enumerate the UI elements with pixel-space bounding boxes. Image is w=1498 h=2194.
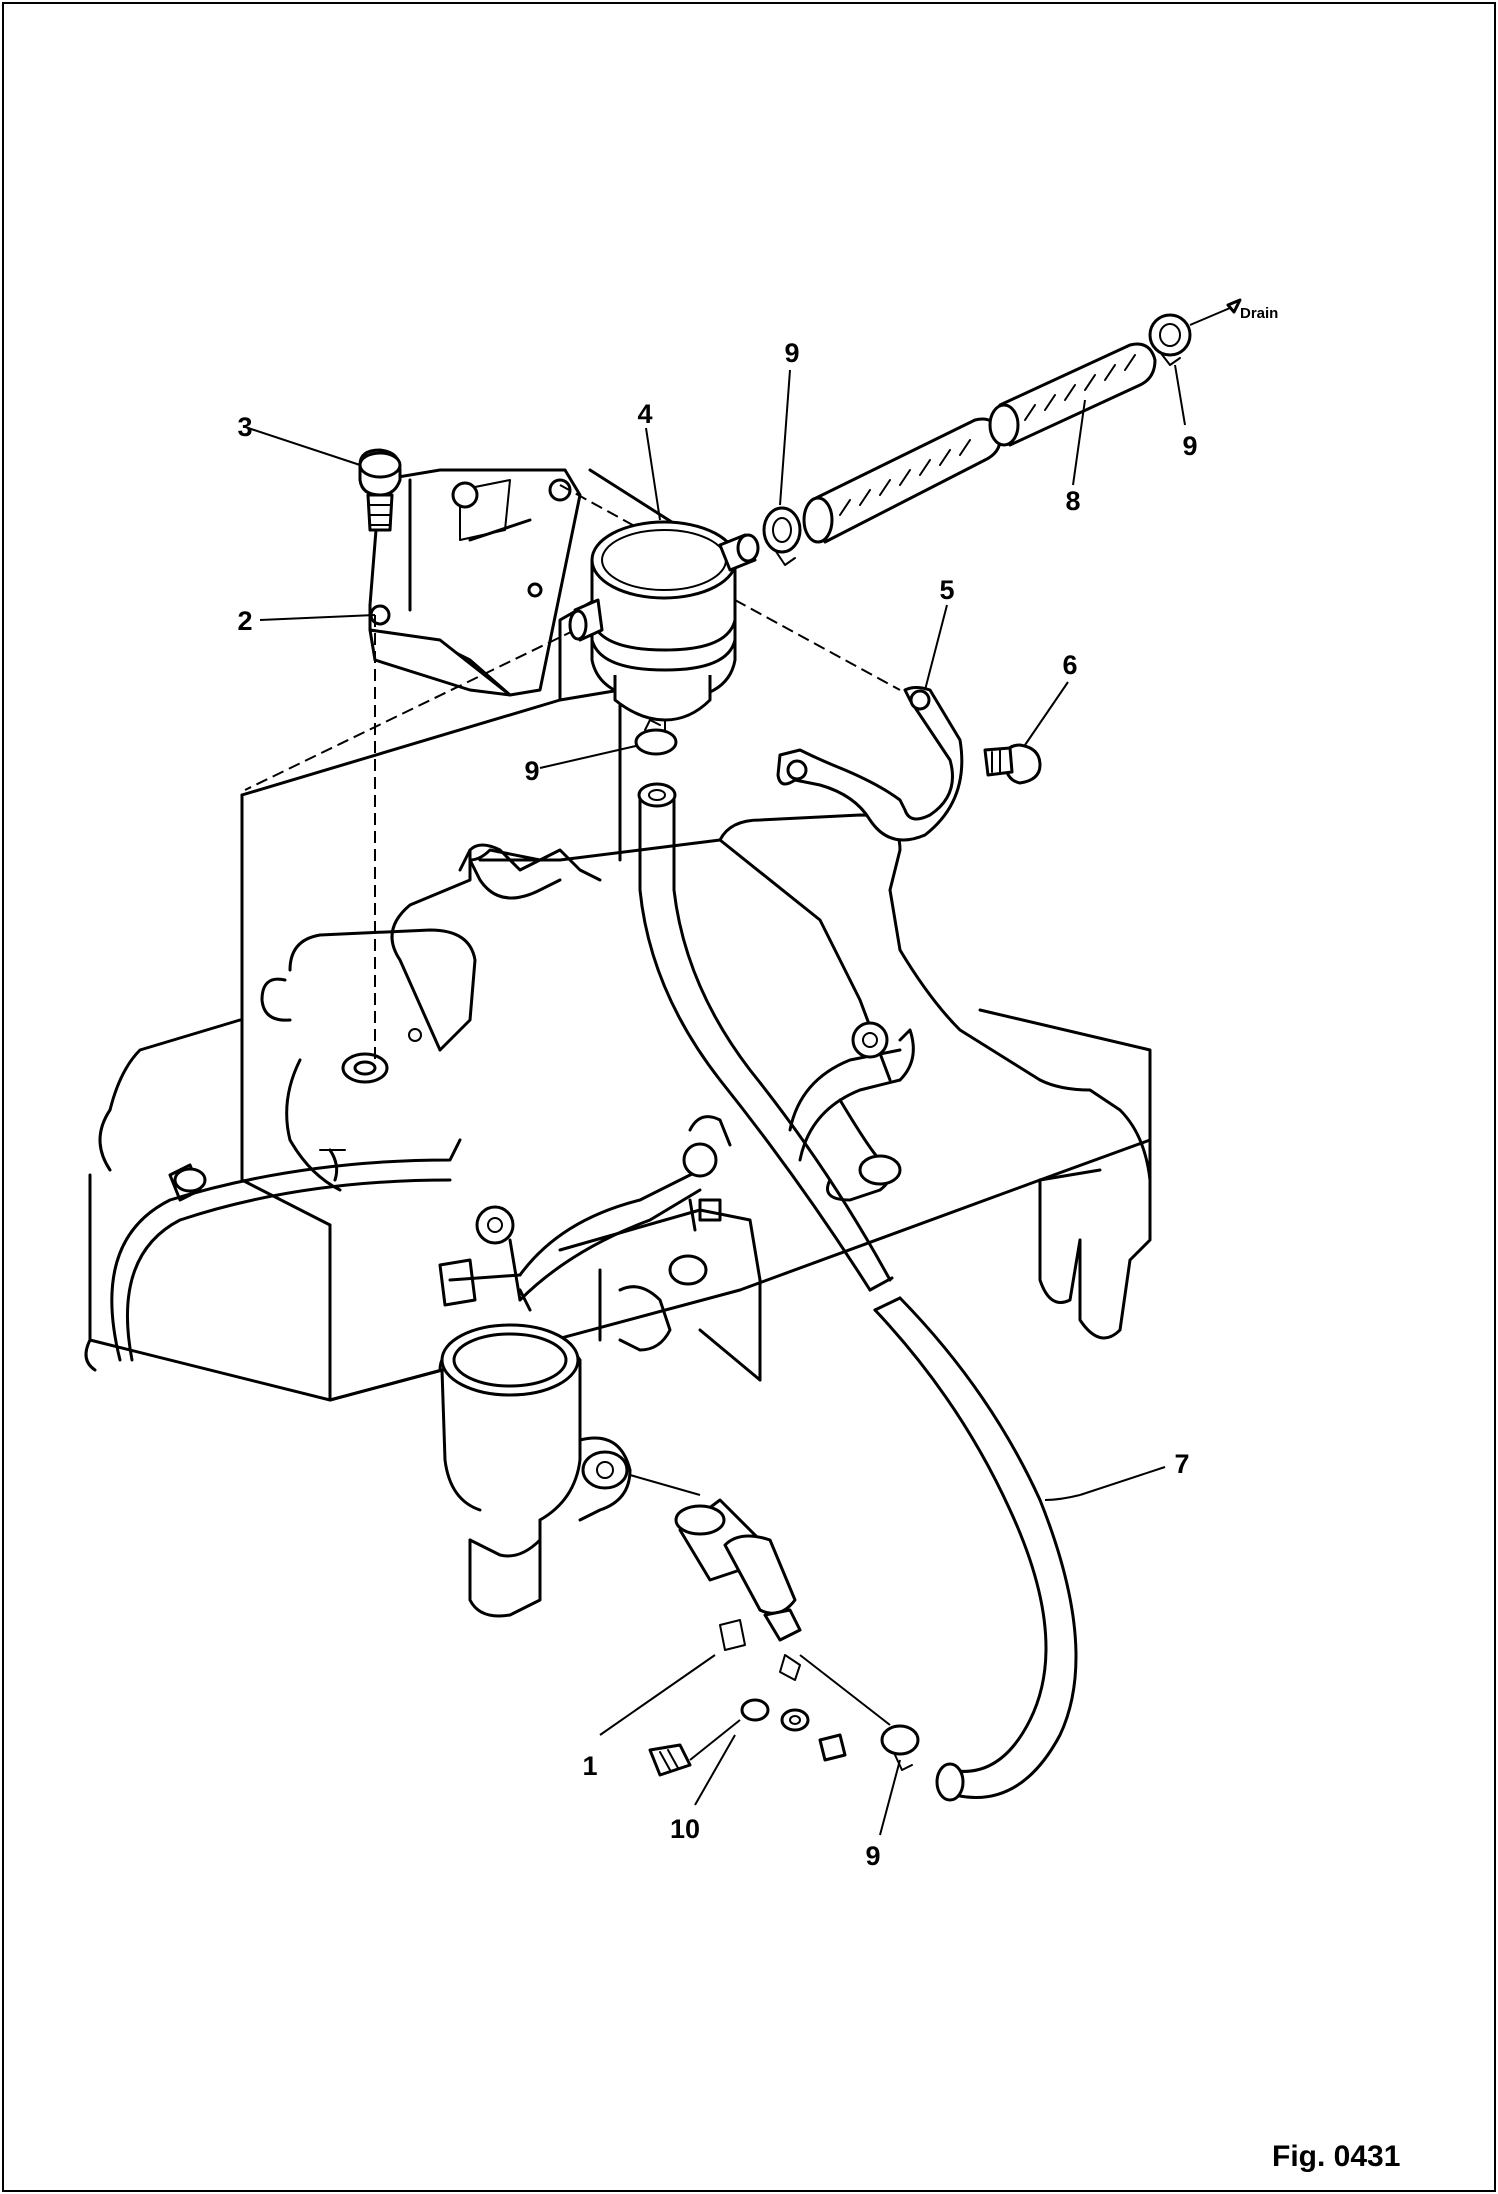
callout-9-bottom: 9 [865,1841,880,1871]
callout-9-top-right: 9 [1182,431,1197,461]
hose-8 [802,342,1157,544]
callout-9-canister: 9 [524,756,539,786]
callout-3: 3 [237,412,252,442]
right-breather-fitting [788,1021,915,1202]
drain-label: Drain [1240,305,1278,322]
clamp-9-drain [1148,298,1242,426]
clamp-9-bottom [799,1654,920,1771]
strap-5 [776,604,964,842]
figure-number: Fig. 0431 [1272,2140,1401,2173]
leader-lines [259,614,1166,1836]
bolt-6 [983,681,1069,785]
bracket-2 [244,468,661,1060]
hose-7 [637,782,1078,1802]
breather-canister-4 [568,427,901,745]
terminal-10 [648,1698,847,1777]
callout-1: 1 [582,1751,597,1781]
clamp-9-canister [539,719,678,769]
callout-8: 8 [1065,486,1080,516]
thermostat-housing [438,1323,632,1618]
callout-4: 4 [637,399,652,429]
callout-9-top-left: 9 [784,338,799,368]
callout-6: 6 [1062,650,1077,680]
callout-7: 7 [1174,1449,1189,1479]
callout-2: 2 [237,606,252,636]
callout-10: 10 [670,1814,700,1844]
callout-5: 5 [939,575,954,605]
sensor-1 [629,1474,802,1681]
clamp-9-upper [762,369,802,566]
upper-breather-hose [110,1115,732,1362]
bolt-3 [247,427,402,532]
